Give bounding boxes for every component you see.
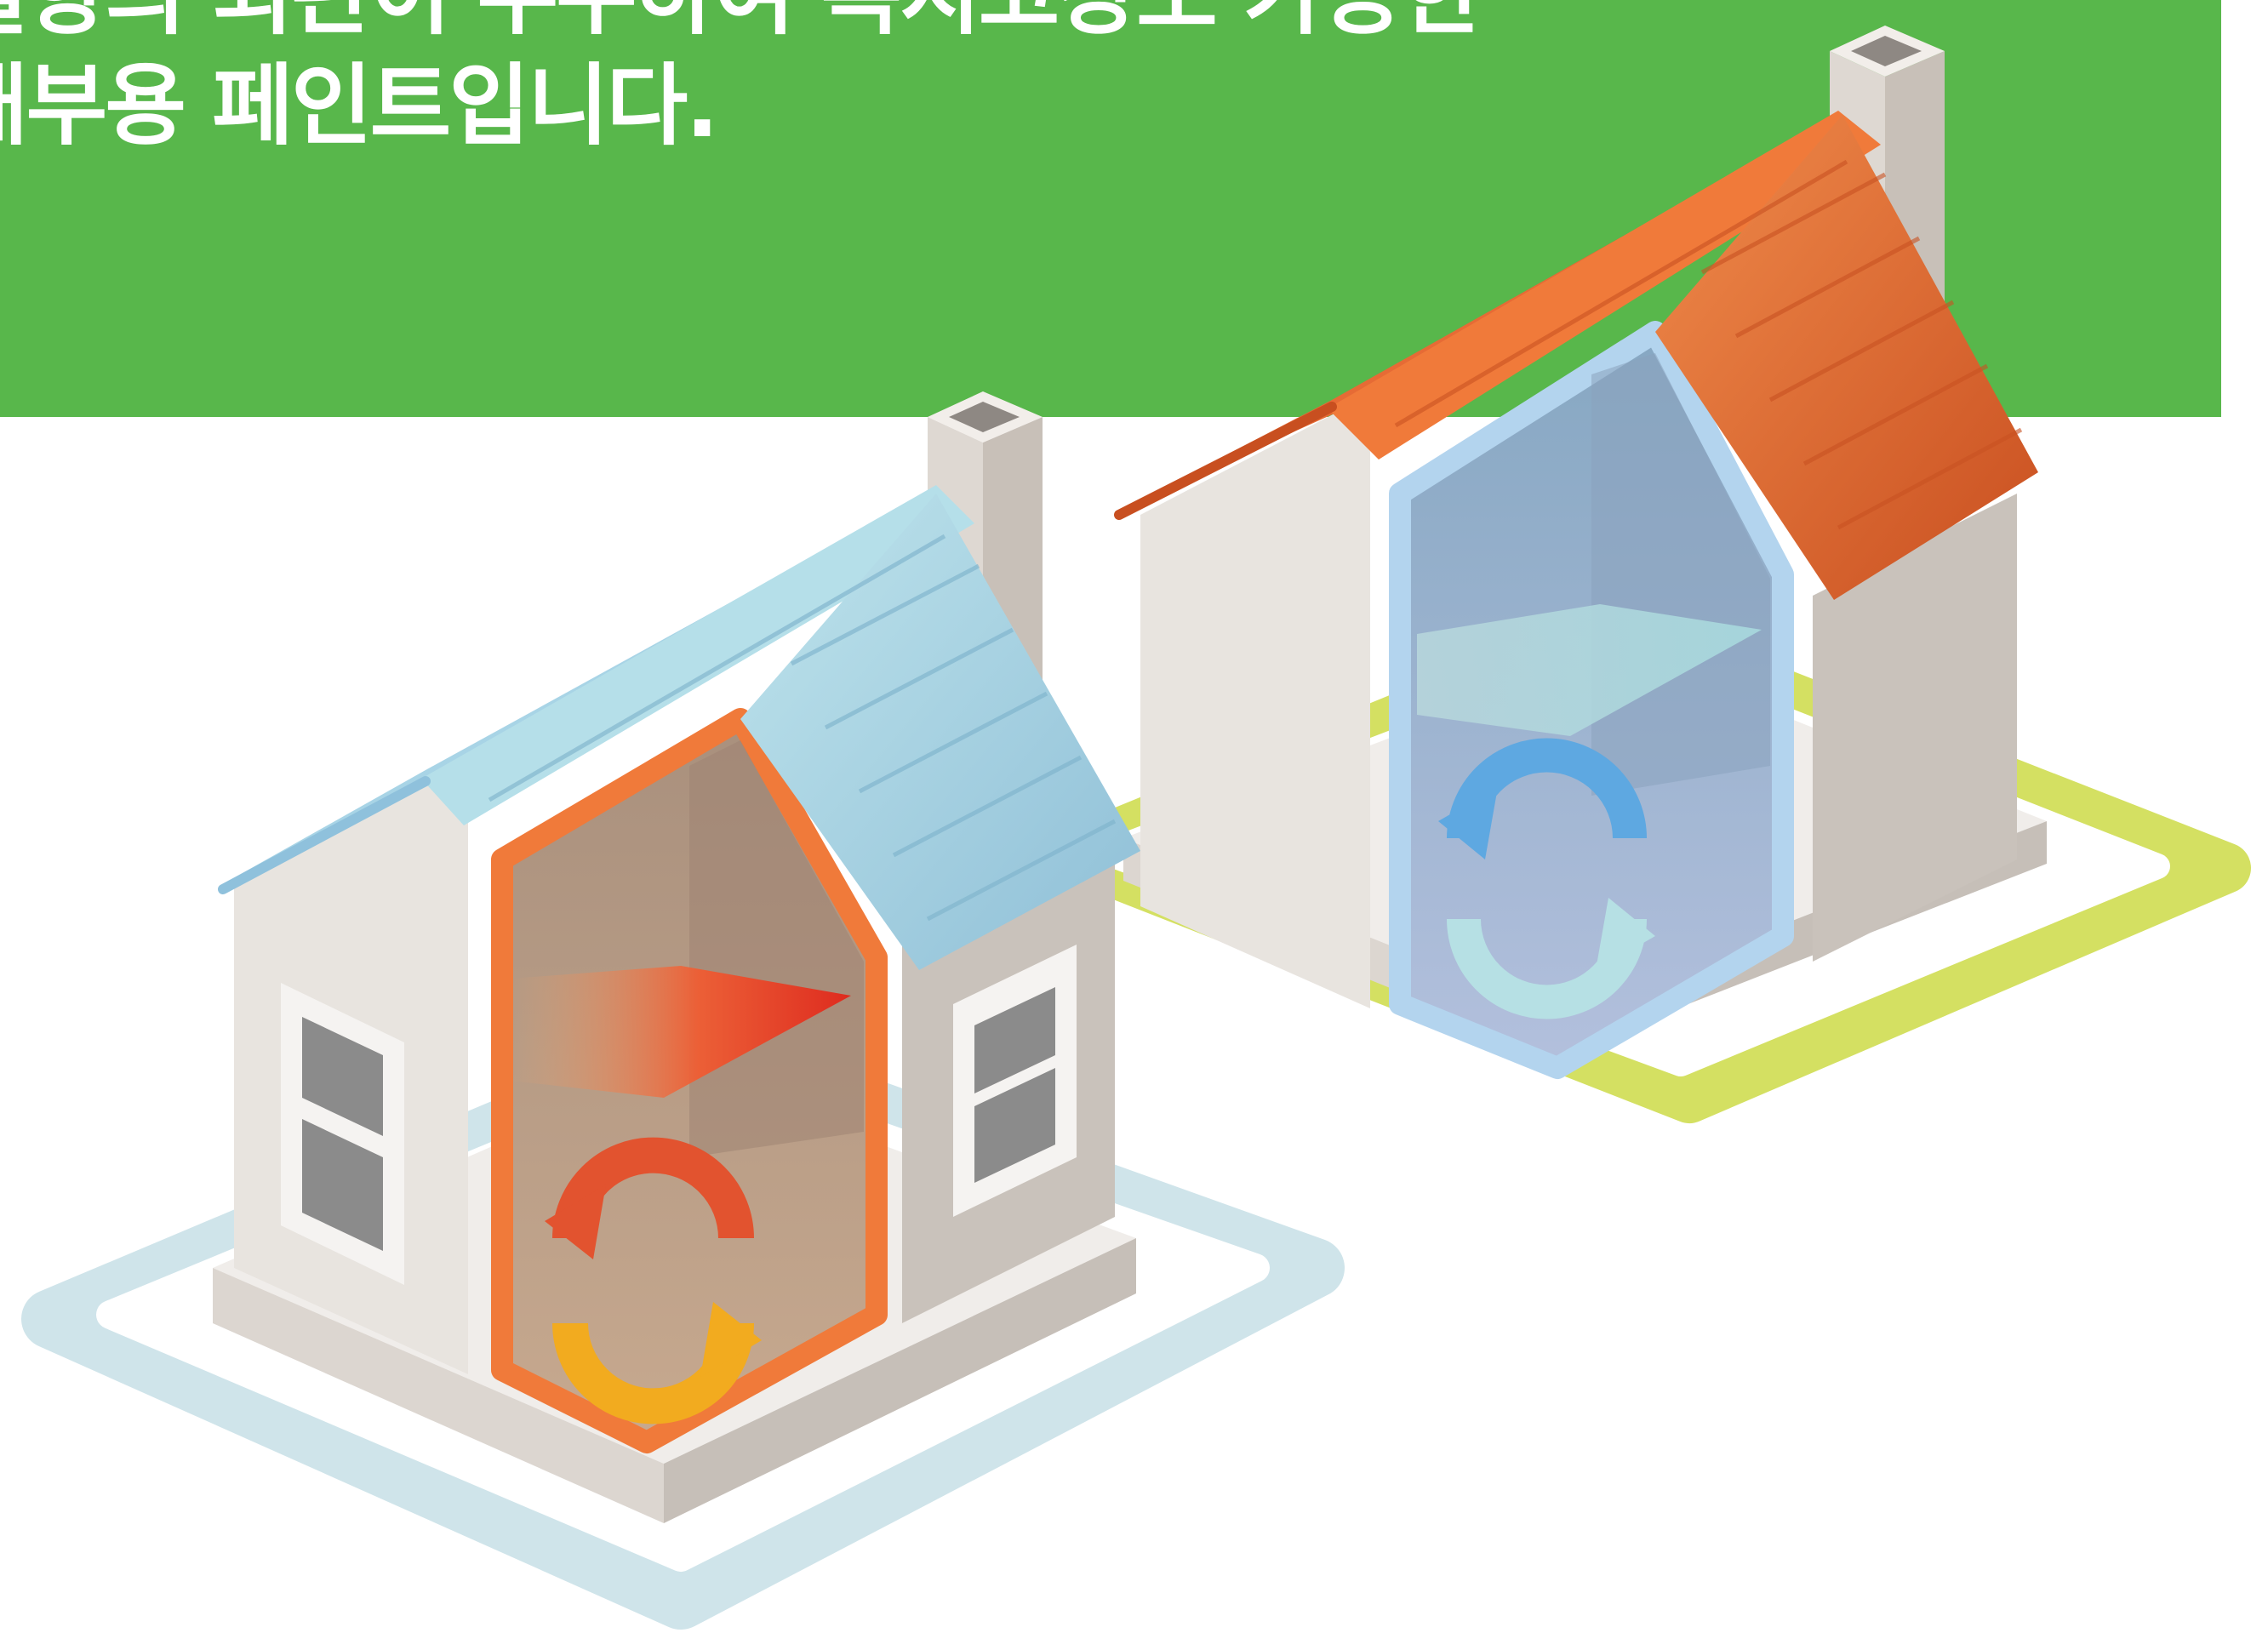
- warm-house: [21, 391, 1345, 1630]
- cool-house-chimney-hole: [1851, 36, 1922, 66]
- headline-line-2: 내부용 페인트입니다.: [0, 54, 719, 157]
- headline-text: 결항의 외관이 우수하여 욕지고장도 가능한 내부용 페인트입니다.: [0, 0, 2213, 417]
- cool-circulation-arrows: [1438, 738, 1655, 1019]
- cool-arrow-top-icon: [1447, 738, 1647, 839]
- cool-house-roof-front: [1328, 111, 1881, 460]
- warm-house-roof-eave: [218, 776, 431, 894]
- cool-arrow-top-head-icon: [1438, 787, 1498, 859]
- warm-arrow-bottom-head-icon: [700, 1302, 762, 1377]
- warm-house-left-window: [281, 983, 404, 1285]
- cool-house-right-wall: [1813, 494, 2017, 962]
- warm-house-roof-front: [421, 485, 974, 825]
- cool-arrow-bottom-head-icon: [1596, 898, 1655, 970]
- cool-house: [1043, 26, 2251, 1123]
- cool-house-cool-shelf: [1417, 604, 1762, 736]
- warm-house-roof-side: [740, 494, 1140, 970]
- cool-house-left-wall: [1140, 413, 1370, 1008]
- warm-house-heat-bar: [511, 966, 851, 1098]
- warm-arrow-top-head-icon: [545, 1185, 606, 1259]
- warm-house-chimney-hole: [949, 402, 1020, 432]
- cool-house-roof-eave: [1114, 402, 1337, 520]
- warm-circulation-arrows: [545, 1137, 762, 1424]
- warm-house-plinth-side: [664, 1238, 1136, 1523]
- cool-house-roof-tiles: [1394, 159, 2023, 530]
- warm-house-roof-tiles: [488, 534, 1117, 922]
- headline-line-1: 결항의 외관이 우수하여 욕지고장도 가능한: [0, 0, 1482, 39]
- cool-arrow-bottom-icon: [1447, 918, 1647, 1019]
- warm-house-right-window: [953, 945, 1077, 1217]
- warm-house-plinth-front: [213, 1268, 664, 1523]
